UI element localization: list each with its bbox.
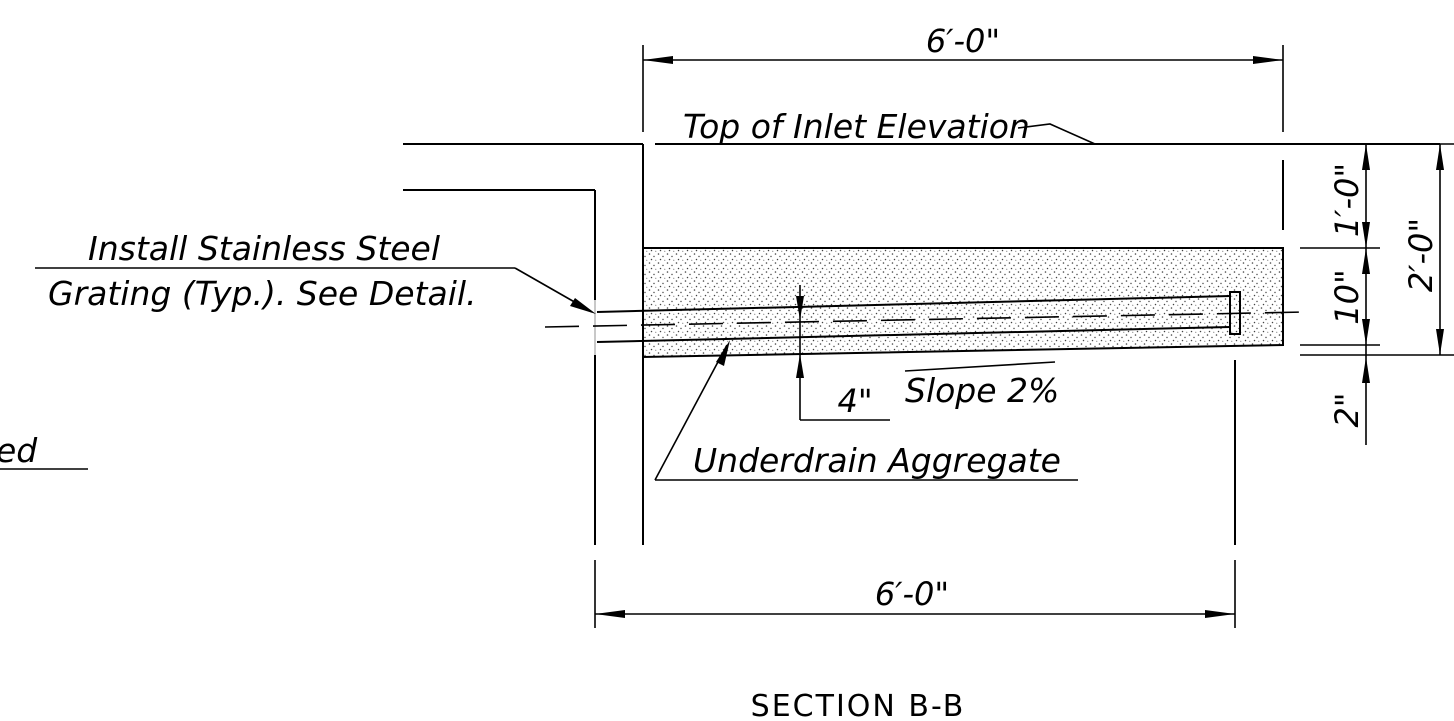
pipe-bottom-line	[596, 326, 1231, 343]
underdrain-aggregate-arrow	[716, 340, 730, 366]
top-of-inlet-label: Top of Inlet Elevation	[683, 107, 1030, 146]
dim-arrow-2ft-bottom	[1436, 329, 1444, 355]
pipe-offset-arrow-bottom	[796, 354, 804, 378]
top-of-inlet-leader	[1017, 123, 1096, 145]
dim-arrow-1ft-bottom	[1362, 222, 1370, 248]
top-dim-arrow-left	[643, 56, 673, 64]
dim-arrow-10in-top	[1362, 248, 1370, 274]
dim-arrow-2in-top	[1362, 357, 1370, 383]
bottom-2in-dimension: 2"	[1328, 392, 1366, 427]
pipe-top-line	[596, 295, 1231, 313]
pipe-offset-arrow-top	[796, 296, 804, 320]
partial-label: ed	[0, 431, 38, 470]
underdrain-aggregate-leader	[654, 344, 728, 481]
bottom-dim-arrow-left	[595, 610, 625, 618]
pipe-centerline	[544, 311, 1306, 328]
pipe-offset-dimension: 4"	[837, 382, 872, 420]
dim-arrow-1ft-top	[1362, 144, 1370, 170]
depth-1ft-dimension: 1′-0"	[1328, 163, 1366, 237]
bottom-dim-arrow-right	[1205, 610, 1235, 618]
top-width-dimension: 6′-0"	[926, 22, 1000, 60]
aggregate-10in-dimension: 10"	[1328, 269, 1366, 324]
top-dim-arrow-right	[1253, 56, 1283, 64]
slope-label: Slope 2%	[905, 371, 1059, 410]
underdrain-aggregate-label: Underdrain Aggregate	[693, 441, 1061, 480]
grating-label-line1: Install Stainless Steel	[88, 229, 440, 268]
pipe-end-cap	[1229, 291, 1241, 335]
grating-leader-arrow	[570, 298, 596, 314]
bottom-width-dimension: 6′-0"	[875, 575, 949, 613]
dim-arrow-10in-bottom	[1362, 319, 1370, 345]
dim-arrow-2ft-top	[1436, 144, 1444, 170]
section-title: SECTION B-B	[751, 689, 966, 721]
grating-label-line2: Grating (Typ.). See Detail.	[48, 274, 477, 313]
slope-underline	[904, 361, 1056, 372]
depth-2ft-dimension: 2′-0"	[1402, 218, 1440, 292]
